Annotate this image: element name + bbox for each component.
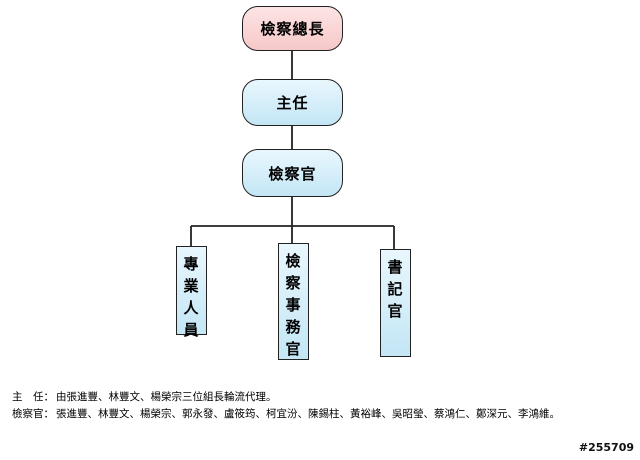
node-specialists-label: 專業人員 bbox=[183, 255, 200, 339]
note-director-text: 由張進豐、林豐文、楊榮宗三位組長輪流代理。 bbox=[56, 391, 277, 403]
node-director: 主任 bbox=[242, 79, 343, 126]
node-director-label: 主任 bbox=[276, 94, 309, 112]
note-prosecutors-text: 張進豐、林豐文、楊榮宗、郭永發、盧筱筠、柯宜汾、陳錫柱、黃裕峰、吳昭瑩、蔡鴻仁、… bbox=[56, 408, 560, 420]
node-affairs-officer: 檢察事務官 bbox=[278, 243, 309, 360]
note-prosecutors-label: 檢察官： bbox=[12, 408, 54, 420]
node-prosecutor-general-label: 檢察總長 bbox=[260, 20, 325, 38]
node-clerk: 書記官 bbox=[380, 249, 411, 357]
node-prosecutor-general: 檢察總長 bbox=[242, 6, 343, 51]
note-director-label: 主 任： bbox=[12, 391, 54, 403]
node-clerk-label: 書記官 bbox=[387, 258, 404, 320]
node-prosecutor: 檢察官 bbox=[242, 149, 343, 197]
node-prosecutor-label: 檢察官 bbox=[268, 164, 317, 183]
watermark-id: #255709 bbox=[578, 441, 634, 454]
note-prosecutors: 檢察官： 張進豐、林豐文、楊榮宗、郭永發、盧筱筠、柯宜汾、陳錫柱、黃裕峰、吳昭瑩… bbox=[12, 406, 560, 423]
node-affairs-officer-label: 檢察事務官 bbox=[285, 252, 302, 358]
notes-section: 主 任： 由張進豐、林豐文、楊榮宗三位組長輪流代理。 檢察官： 張進豐、林豐文、… bbox=[12, 389, 560, 423]
note-director: 主 任： 由張進豐、林豐文、楊榮宗三位組長輪流代理。 bbox=[12, 389, 560, 406]
node-specialists: 專業人員 bbox=[176, 246, 207, 339]
